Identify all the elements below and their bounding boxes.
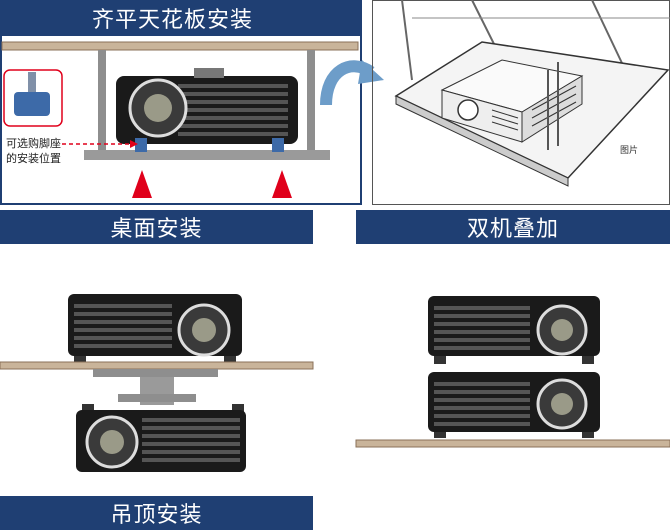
projector-stack-top: [428, 296, 600, 364]
foot-mount-callout: 可选购脚座 的安装位置: [6, 136, 61, 166]
callout-line-2: 的安装位置: [6, 152, 61, 165]
projector-ceiling: [116, 68, 298, 144]
desktop-mount-illustration: [0, 294, 314, 472]
desktop-mount-title: 桌面安装: [0, 210, 313, 244]
stack-mount-title: 双机叠加: [356, 210, 670, 244]
hanging-mount-title: 吊顶安装: [0, 496, 313, 530]
projector-desktop-upper: [68, 294, 242, 364]
stack-mount-illustration: [355, 296, 670, 448]
ceiling-photo-illustration: [394, 0, 670, 187]
ceiling-mount-illustration: [1, 41, 359, 198]
callout-line-1: 可选购脚座: [6, 137, 61, 150]
ceiling-mount-title: 齐平天花板安装: [0, 0, 362, 36]
photo-caption: 图片: [620, 146, 639, 156]
transition-arrow-icon: [320, 60, 384, 106]
projector-hanging: [76, 404, 246, 472]
projector-stack-bottom: [428, 372, 600, 438]
